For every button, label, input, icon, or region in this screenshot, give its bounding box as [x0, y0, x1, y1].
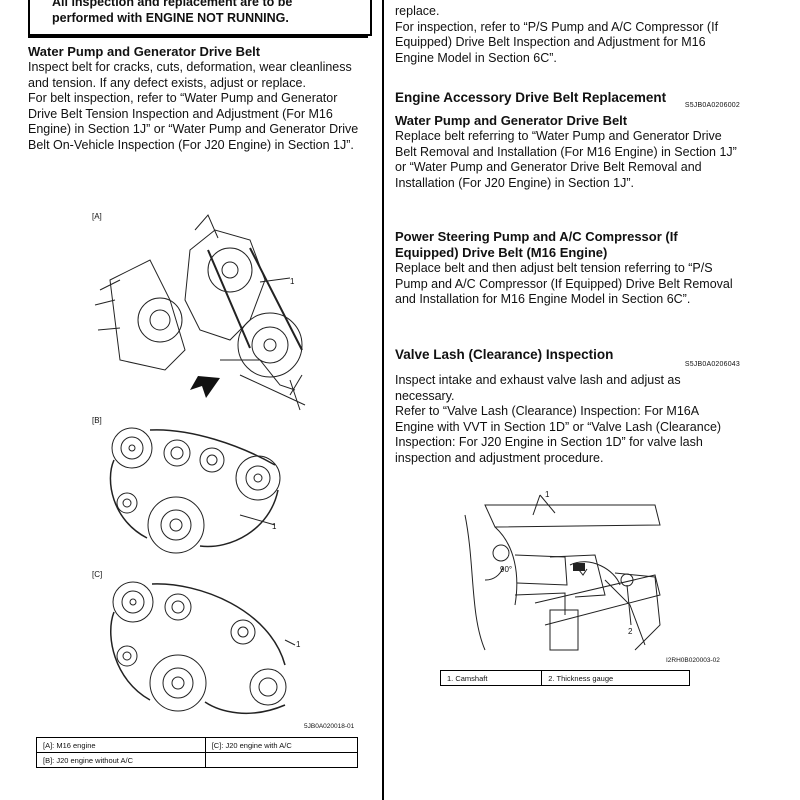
section-code-accessory: S5JB0A0206002 [684, 102, 740, 109]
legend-table-left: [A]: M16 engine [C]: J20 engine with A/C… [36, 737, 359, 768]
subsection-title-ps-pump: Power Steering Pump and A/C Compressor (… [395, 229, 678, 260]
legend-row: [A]: M16 engine [C]: J20 engine with A/C [36, 737, 359, 753]
warning-box [28, 0, 372, 36]
paragraph-ps-pump-replace: Replace belt and then adjust belt tensio… [395, 261, 733, 306]
paragraph-ps-pump-ref: For inspection, refer to “P/S Pump and A… [395, 19, 719, 65]
section-rule [28, 36, 368, 38]
legend-table-right: 1. Camshaft 2. Thickness gauge [439, 670, 690, 686]
paragraph-inspect-belt: Inspect belt for cracks, cuts, deformati… [28, 60, 352, 90]
section-code-valve-lash: S5JB0A0206043 [684, 361, 740, 368]
subsection-title-water-pump: Water Pump and Generator Drive Belt [395, 113, 628, 128]
left-text-block: Water Pump and Generator Drive Belt Insp… [28, 44, 368, 153]
paragraph-inspect-valve-lash: Inspect intake and exhaust valve lash an… [395, 373, 681, 403]
section-valve-lash-header: Valve Lash (Clearance) Inspection S5JB0A… [395, 346, 740, 376]
sub-ps-pump-block: Power Steering Pump and A/C Compressor (… [395, 229, 740, 308]
section-title-water-pump: Water Pump and Generator Drive Belt [28, 44, 261, 59]
valve-lash-text-block: Inspect intake and exhaust valve lash an… [395, 373, 740, 466]
figure-code-right: I2RH0B020003-02 [666, 657, 720, 664]
legend-cell [204, 752, 359, 768]
legend-row: 1. Camshaft 2. Thickness gauge [439, 670, 690, 686]
legend-cell: 2. Thickness gauge [541, 670, 690, 686]
belt-routing-diagram-c [110, 581, 296, 715]
paragraph-valve-lash-ref: Refer to “Valve Lash (Clearance) Inspect… [395, 404, 722, 465]
belt-routing-diagram-b [109, 427, 281, 554]
section-title-accessory-belt: Engine Accessory Drive Belt Replacement [395, 90, 667, 105]
callout-1-b: 1 [272, 522, 277, 531]
callout-1-c: 1 [296, 640, 301, 649]
sub-water-pump-block: Water Pump and Generator Drive Belt Repl… [395, 113, 740, 191]
legend-cell: 1. Camshaft [439, 670, 543, 686]
legend-row: [B]: J20 engine without A/C [36, 752, 359, 768]
right-text-top: replace. For inspection, refer to “P/S P… [395, 4, 740, 66]
paragraph-replace-continued: replace. [395, 4, 440, 18]
section-title-valve-lash: Valve Lash (Clearance) Inspection [395, 347, 614, 362]
figure-label-b: [B] [92, 416, 102, 425]
section-accessory-belt-header: Engine Accessory Drive Belt Replacement … [395, 89, 740, 119]
callout-1-a: 1 [290, 277, 295, 286]
column-divider [382, 0, 384, 800]
figure-code-left: 5JB0A020018-01 [304, 723, 355, 730]
legend-cell: [C]: J20 engine with A/C [204, 737, 359, 753]
legend-cell: [B]: J20 engine without A/C [36, 752, 206, 768]
callout-2-gauge: 2 [628, 627, 633, 636]
figure-label-a: [A] [92, 212, 102, 221]
angle-label-90: 90° [500, 565, 513, 574]
warning-text: All inspection and replacement are to be… [52, 0, 293, 25]
paragraph-water-pump-replace: Replace belt referring to “Water Pump an… [395, 129, 737, 190]
paragraph-belt-inspection-ref: For belt inspection, refer to “Water Pum… [28, 91, 359, 152]
callout-1-camshaft: 1 [545, 490, 550, 499]
valve-lash-illustration [464, 494, 661, 651]
engine-belt-illustration-a [94, 214, 306, 411]
legend-cell: [A]: M16 engine [36, 737, 206, 753]
figure-label-c: [C] [92, 570, 103, 579]
